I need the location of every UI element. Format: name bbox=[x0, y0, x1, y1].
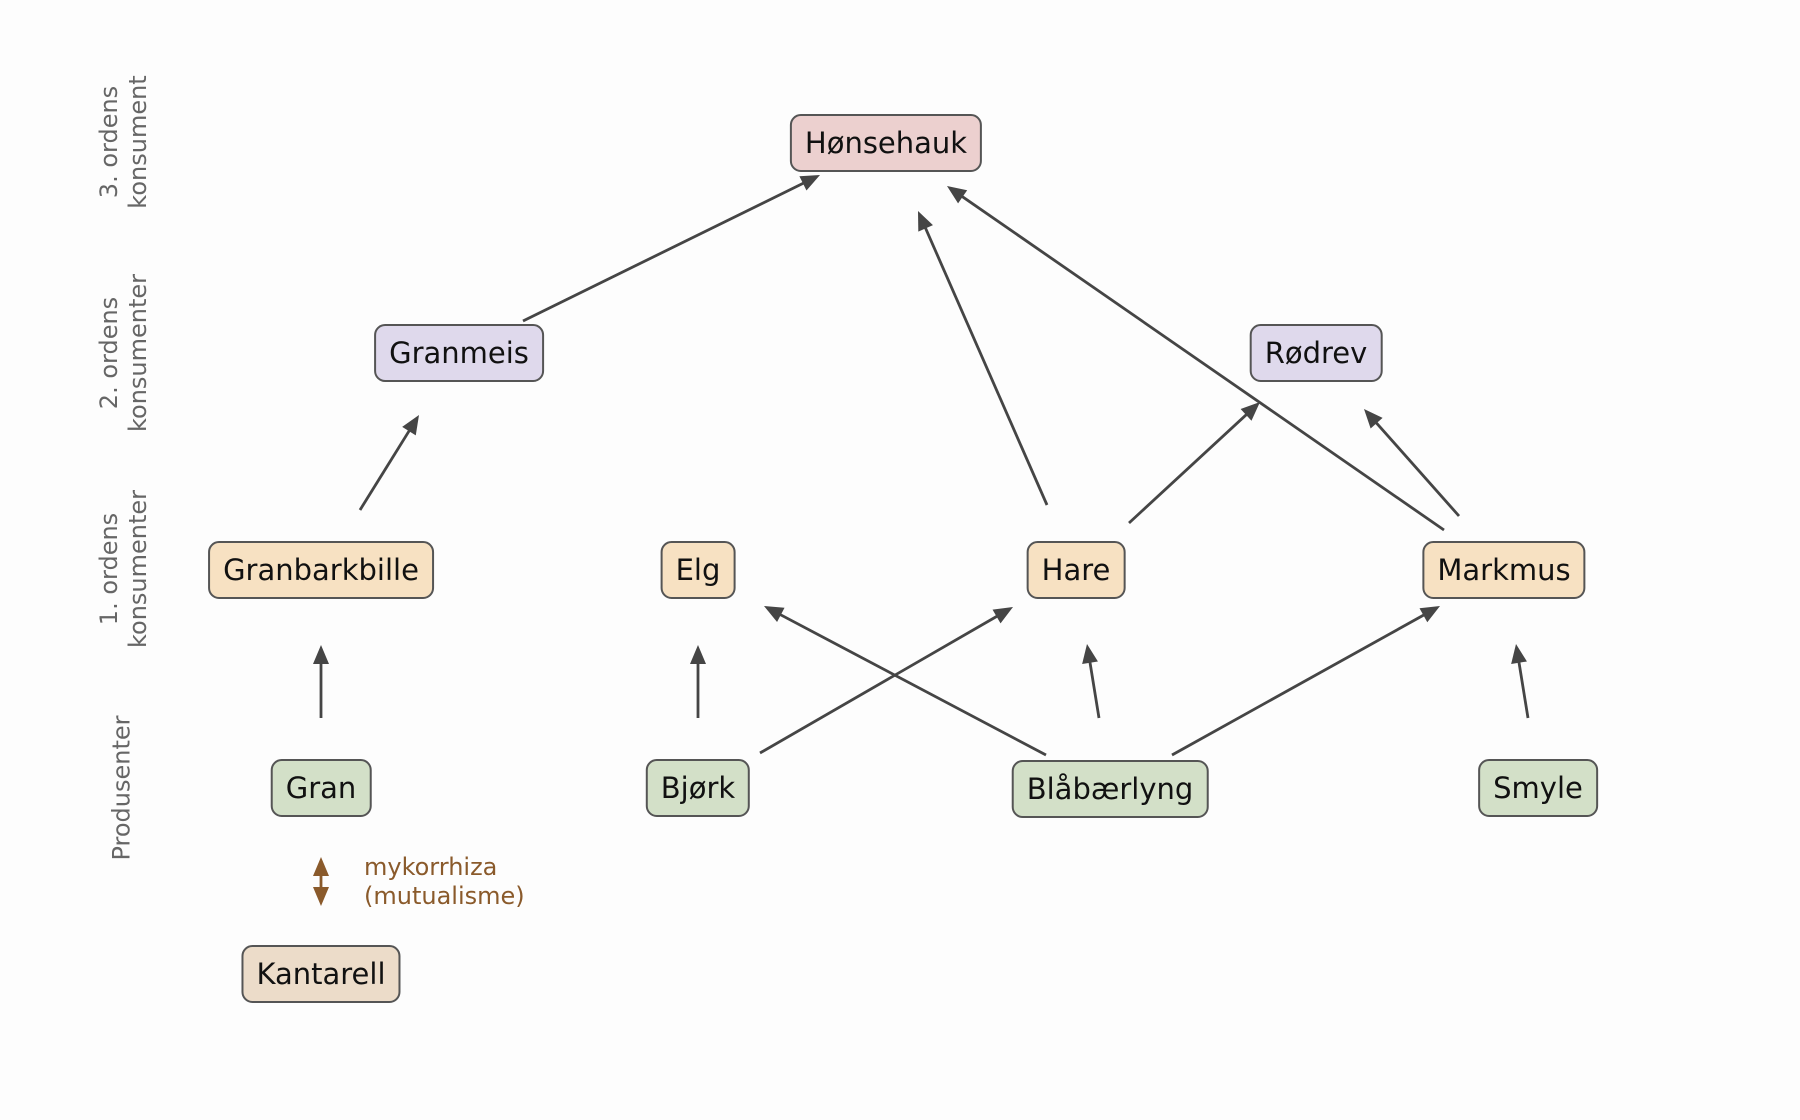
arrow-blabaerlyng-to-hare-head bbox=[1082, 644, 1098, 665]
arrow-granbarkbille-to-granmeis bbox=[358, 428, 412, 511]
node-granmeis: Granmeis bbox=[374, 324, 544, 382]
arrow-bjork-to-hare bbox=[759, 614, 999, 755]
arrow-markmus-to-rodrev-head bbox=[1364, 409, 1383, 429]
arrow-hare-to-honsehauk bbox=[923, 226, 1049, 506]
mycorrhiza-arrow-tail-head bbox=[313, 857, 329, 876]
node-gran: Gran bbox=[270, 759, 372, 817]
arrow-gran-to-granbarkbille-head bbox=[313, 645, 329, 664]
arrow-hare-to-rodrev-head bbox=[1240, 402, 1260, 421]
node-blabaerlyng: Blåbærlyng bbox=[1011, 760, 1209, 818]
arrow-hare-to-honsehauk-head bbox=[918, 211, 933, 232]
arrow-blabaerlyng-to-elg-head bbox=[764, 606, 785, 622]
arrow-blabaerlyng-to-elg bbox=[778, 612, 1047, 757]
arrow-markmus-to-honsehauk bbox=[960, 194, 1445, 532]
arrow-blabaerlyng-to-markmus-head bbox=[1419, 606, 1440, 623]
node-elg: Elg bbox=[660, 541, 736, 599]
node-bjork: Bjørk bbox=[645, 759, 751, 817]
arrow-smyle-to-markmus bbox=[1517, 660, 1530, 719]
arrow-blabaerlyng-to-hare bbox=[1088, 660, 1101, 719]
node-rodrev: Rødrev bbox=[1249, 324, 1383, 382]
arrow-hare-to-rodrev bbox=[1128, 412, 1249, 525]
mycorrhiza-label: mykorrhiza(mutualisme) bbox=[364, 853, 525, 910]
level-label-producers: Produsenter bbox=[107, 715, 136, 861]
arrow-bjork-to-elg-head bbox=[690, 645, 706, 664]
arrow-granmeis-to-honsehauk bbox=[522, 181, 806, 323]
arrow-bjork-to-hare-head bbox=[992, 607, 1013, 624]
node-markmus: Markmus bbox=[1422, 541, 1586, 599]
arrow-markmus-to-honsehauk-head bbox=[947, 186, 968, 204]
node-granbarkbille: Granbarkbille bbox=[208, 541, 434, 599]
node-kantarell: Kantarell bbox=[241, 945, 401, 1003]
arrow-granmeis-to-honsehauk-head bbox=[799, 175, 820, 191]
arrow-markmus-to-rodrev bbox=[1374, 420, 1461, 517]
node-hare: Hare bbox=[1026, 541, 1126, 599]
node-honsehauk: Hønsehauk bbox=[789, 114, 983, 172]
mycorrhiza-arrow-head bbox=[313, 887, 329, 906]
arrow-granbarkbille-to-granmeis-head bbox=[402, 415, 419, 436]
node-smyle: Smyle bbox=[1478, 759, 1598, 817]
arrow-blabaerlyng-to-markmus bbox=[1171, 613, 1426, 757]
arrow-smyle-to-markmus-head bbox=[1511, 644, 1527, 665]
